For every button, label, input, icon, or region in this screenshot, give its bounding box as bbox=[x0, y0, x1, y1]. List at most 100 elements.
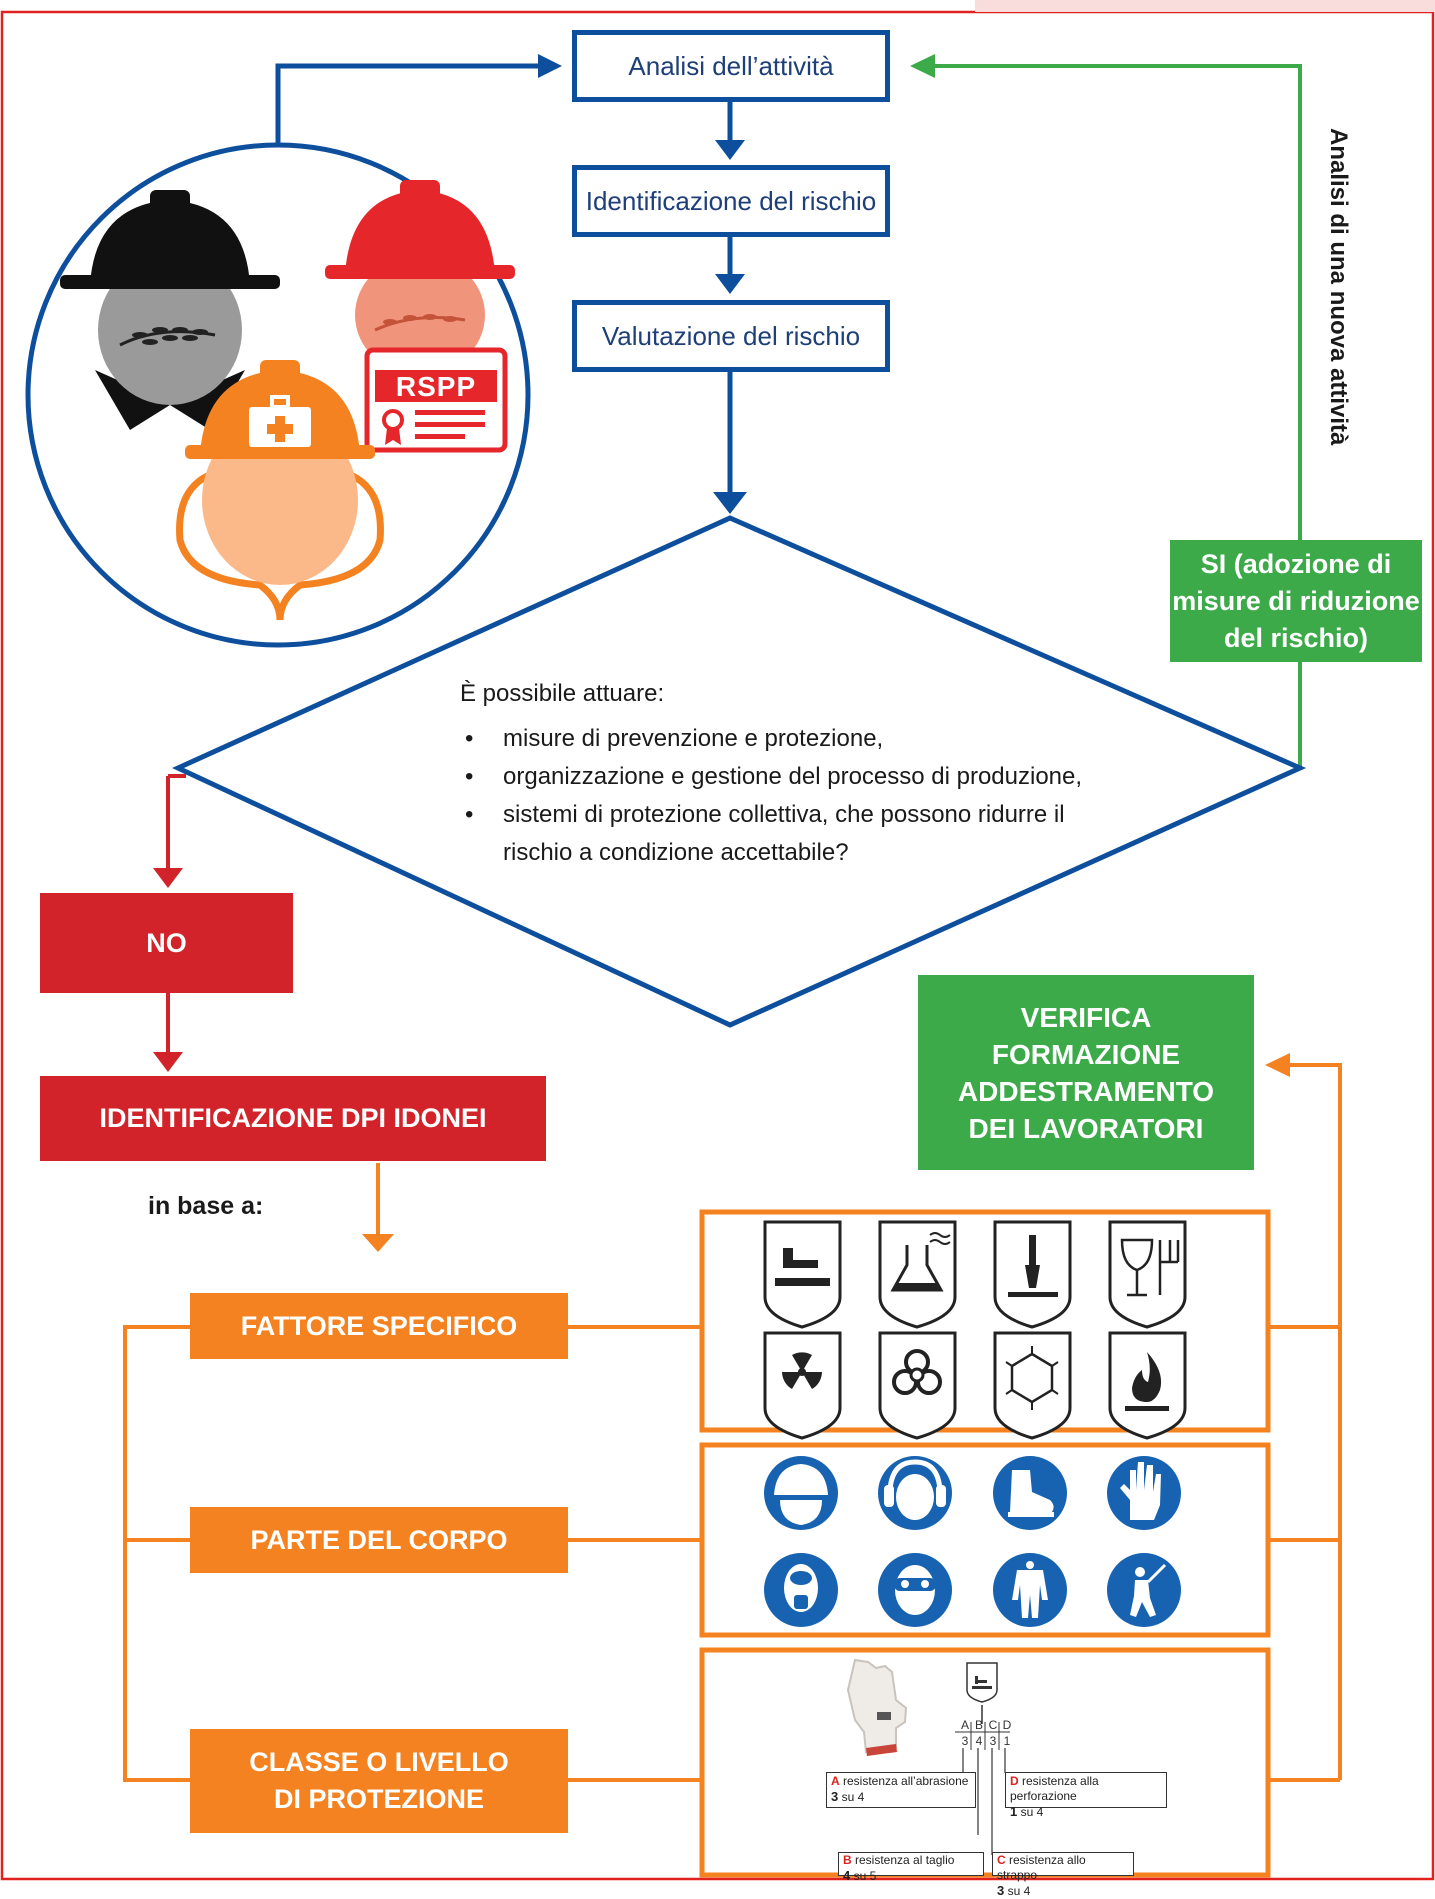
yes-label-line: del rischio) bbox=[1223, 622, 1369, 653]
respiratory-protection-icon bbox=[764, 1553, 838, 1627]
rating-value: 4 bbox=[975, 1734, 983, 1748]
hazard-icons bbox=[763, 1220, 1187, 1440]
criterion-specific-factor-label: FATTORE SPECIFICO bbox=[240, 1310, 518, 1341]
rating-letter: C bbox=[988, 1718, 998, 1732]
legend-perforation: D resistenza alla perforazione 1 su 4 bbox=[1005, 1772, 1167, 1819]
decision-item: •sistemi di protezione collettiva, che p… bbox=[465, 801, 1065, 828]
step-activity-analysis-label: Analisi dell’attività bbox=[628, 50, 834, 81]
verify-label-line: ADDESTRAMENTO bbox=[957, 1075, 1215, 1107]
criterion-protection-class: CLASSE O LIVELLO DI PROTEZIONE bbox=[190, 1729, 568, 1833]
arrowhead-decision bbox=[713, 492, 747, 514]
legend-abrasion: A resistenza all’abrasione 3 su 4 bbox=[826, 1772, 976, 1808]
decision-list: •misure di prevenzione e protezione, •or… bbox=[465, 720, 1085, 872]
rating-letter: A bbox=[960, 1718, 969, 1732]
new-activity-label: Analisi di una nuova attività bbox=[1325, 128, 1352, 446]
step-risk-identification-label: Identificazione del rischio bbox=[585, 185, 877, 216]
decision-item: rischio a condizione accettabile? bbox=[503, 839, 849, 866]
green-loop-line bbox=[935, 64, 1302, 760]
rating-letter: D bbox=[1002, 1718, 1012, 1732]
glove-photo bbox=[846, 1658, 908, 1754]
hand-protection-icon bbox=[1107, 1456, 1181, 1530]
step-activity-analysis: Analisi dell’attività bbox=[572, 30, 890, 102]
rspp-badge-label: RSPP bbox=[395, 371, 477, 402]
chemical-hazard-icon bbox=[878, 1220, 957, 1329]
food-contact-icon bbox=[1108, 1220, 1187, 1329]
body-part-icons bbox=[764, 1456, 1181, 1627]
eye-protection-icon bbox=[878, 1553, 952, 1627]
yes-label-line: misure di riduzione bbox=[1172, 585, 1420, 616]
fall-protection-icon bbox=[1107, 1553, 1181, 1627]
rating-value: 3 bbox=[989, 1734, 997, 1748]
identify-ppe-box: IDENTIFICAZIONE DPI IDONEI bbox=[40, 1076, 546, 1161]
step-risk-assessment: Valutazione del rischio bbox=[572, 300, 890, 372]
flame-hazard-icon bbox=[1108, 1331, 1187, 1440]
rspp-figure bbox=[325, 180, 515, 453]
no-box: NO bbox=[40, 893, 293, 993]
decision-intro: È possibile attuare: bbox=[460, 680, 665, 707]
red-no-path bbox=[153, 774, 186, 1072]
wheat-logo-rspp bbox=[374, 314, 466, 332]
legend-tear: C resistenza allo strappo 3 su 4 bbox=[992, 1852, 1134, 1898]
blue-connectors bbox=[275, 63, 733, 492]
biohazard-icon bbox=[878, 1331, 957, 1440]
arrowhead-green bbox=[910, 54, 935, 78]
step-risk-assessment-label: Valutazione del rischio bbox=[601, 320, 861, 351]
criterion-protection-class-label: CLASSE O LIVELLO bbox=[249, 1747, 509, 1777]
arrowhead-step2 bbox=[715, 140, 745, 160]
rating-value: 1 bbox=[1003, 1734, 1011, 1748]
step-risk-identification: Identificazione del rischio bbox=[572, 165, 890, 237]
radiation-hazard-icon bbox=[763, 1331, 842, 1440]
arrowhead-verify bbox=[1265, 1053, 1290, 1077]
verify-label-line: FORMAZIONE bbox=[991, 1038, 1181, 1070]
worker-figure bbox=[60, 190, 280, 430]
mechanical-hazard-icon bbox=[763, 1220, 842, 1329]
decision-item: •organizzazione e gestione del processo … bbox=[465, 763, 1083, 790]
rating-value: 3 bbox=[961, 1734, 969, 1748]
verify-label-line: VERIFICA bbox=[1020, 1001, 1152, 1033]
arrowhead-no bbox=[153, 868, 183, 888]
arrowhead-step1 bbox=[538, 54, 562, 78]
cut-hazard-icon bbox=[993, 1220, 1072, 1329]
decision-diamond bbox=[172, 515, 1307, 1028]
rspp-face bbox=[355, 255, 485, 375]
yes-label-line: SI (adozione di bbox=[1200, 548, 1392, 579]
criterion-body-part: PARTE DEL CORPO bbox=[190, 1507, 568, 1573]
legend-cut: B resistenza al taglio 4 su 5 bbox=[838, 1852, 984, 1883]
decision-item: •misure di prevenzione e protezione, bbox=[465, 725, 884, 752]
doctor-figure bbox=[176, 360, 384, 621]
hearing-protection-icon bbox=[878, 1456, 952, 1530]
body-protection-icon bbox=[993, 1553, 1067, 1627]
arrowhead-step3 bbox=[715, 274, 745, 294]
rating-diagram bbox=[955, 1662, 1010, 1855]
rating-letters: A B C D bbox=[958, 1718, 1014, 1732]
worker-helmet-icon bbox=[90, 200, 250, 285]
rspp-helmet-icon bbox=[345, 190, 495, 275]
head-protection-icon bbox=[764, 1456, 838, 1530]
verify-label-line: DEI LAVORATORI bbox=[968, 1112, 1204, 1144]
circle-to-step1-line bbox=[275, 63, 540, 150]
no-label: NO bbox=[146, 927, 187, 958]
criterion-protection-class-label: DI PROTEZIONE bbox=[273, 1784, 484, 1814]
criterion-body-part-label: PARTE DEL CORPO bbox=[250, 1524, 508, 1555]
identify-ppe-label: IDENTIFICAZIONE DPI IDONEI bbox=[99, 1103, 487, 1133]
based-on-label: in base a: bbox=[148, 1192, 264, 1220]
orange-connectors bbox=[123, 1063, 1342, 1782]
foot-protection-icon bbox=[993, 1456, 1067, 1530]
rating-letter: B bbox=[974, 1718, 983, 1732]
corner-tab bbox=[975, 0, 1435, 12]
verify-training-box: VERIFICA FORMAZIONE ADDESTRAMENTO DEI LA… bbox=[918, 975, 1254, 1170]
arrowhead-identify bbox=[153, 1052, 183, 1072]
rating-values: 3 4 3 1 bbox=[958, 1734, 1014, 1748]
blue-arrowheads bbox=[538, 54, 747, 514]
worker-face bbox=[98, 255, 242, 405]
page-frame bbox=[0, 10, 1435, 1881]
arrowhead-based-on bbox=[362, 1234, 394, 1252]
stethoscope-icon bbox=[176, 466, 384, 621]
wheat-logo bbox=[119, 327, 216, 347]
glove-illustration bbox=[846, 1658, 908, 1756]
cold-hazard-icon bbox=[993, 1331, 1072, 1440]
yes-box: SI (adozione di misure di riduzione del … bbox=[1170, 540, 1422, 662]
criterion-specific-factor: FATTORE SPECIFICO bbox=[190, 1293, 568, 1359]
